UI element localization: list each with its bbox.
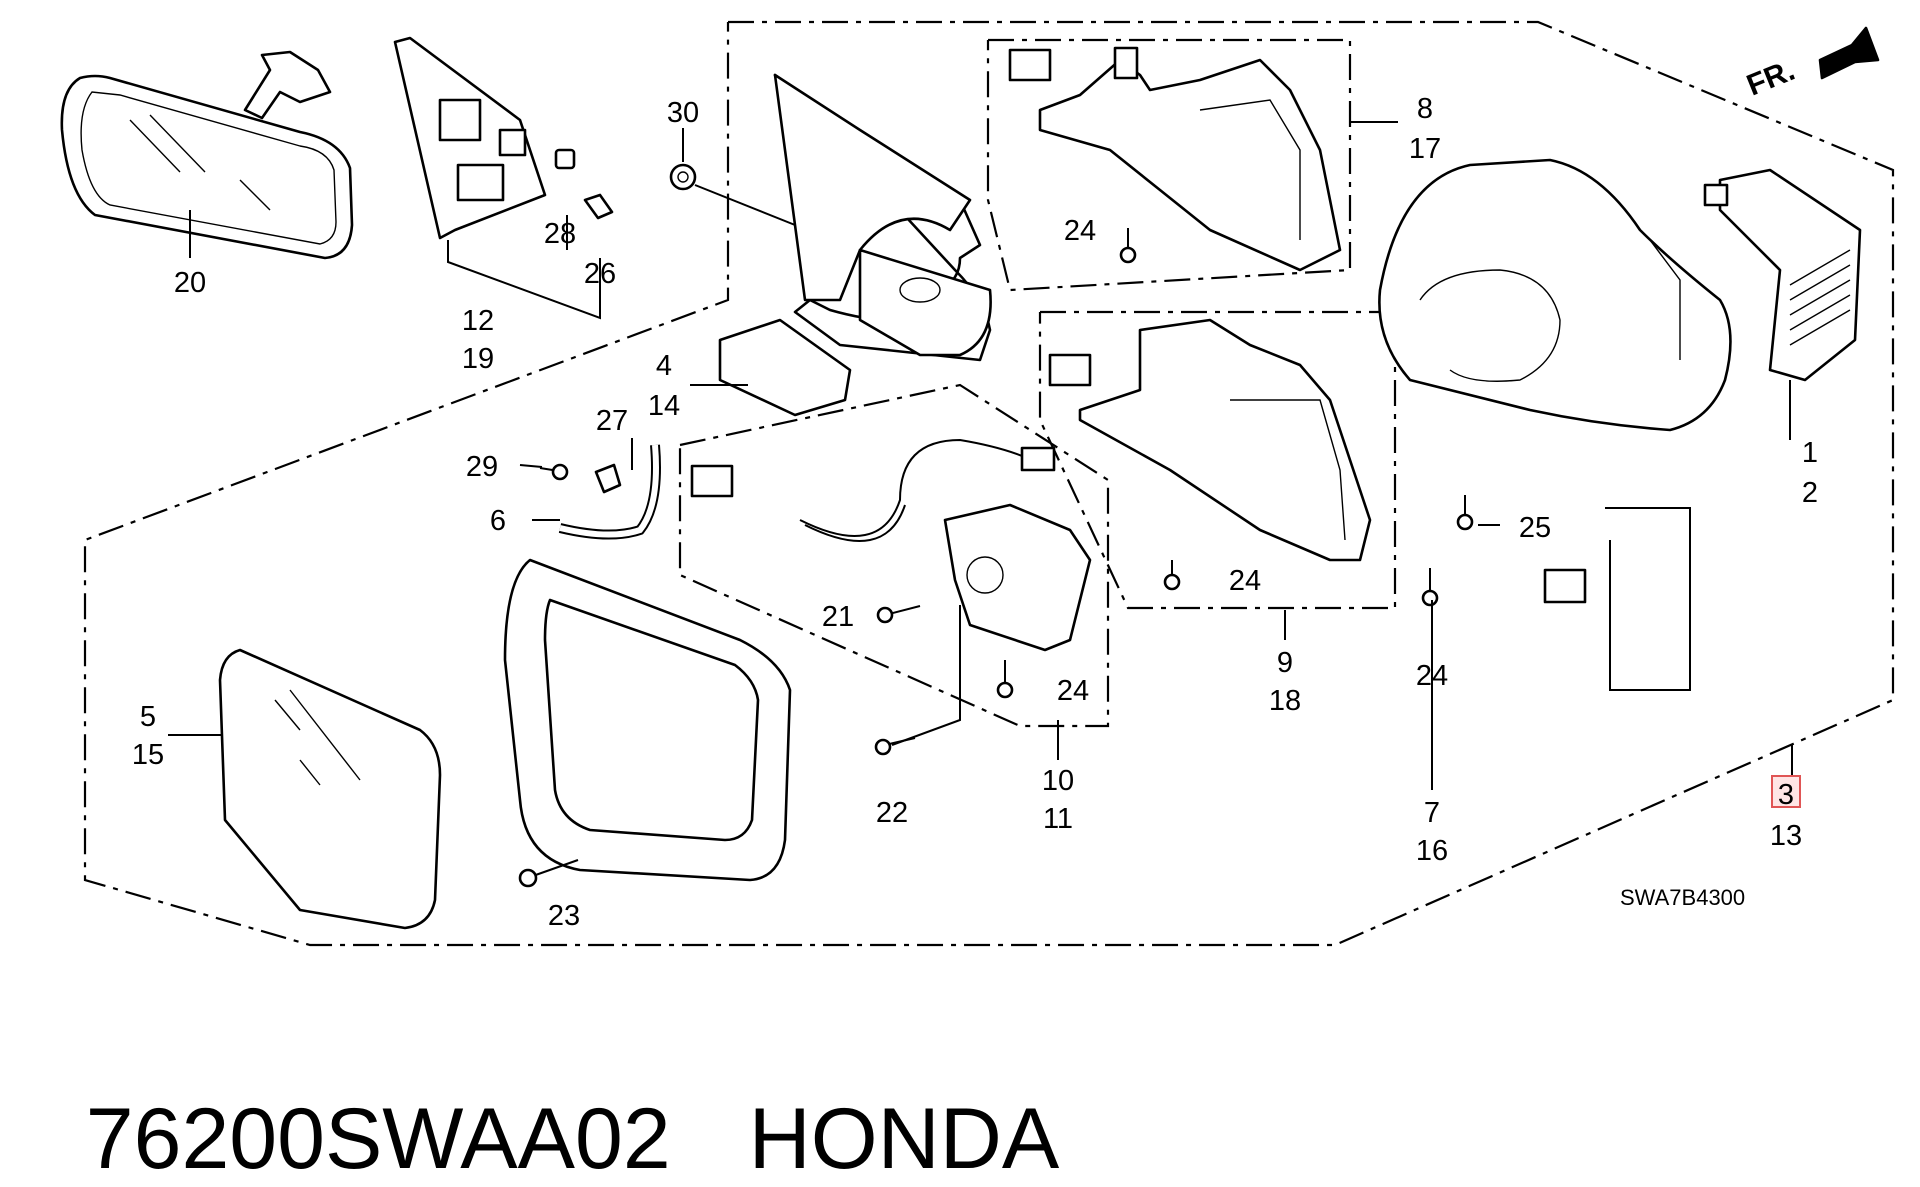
callout-19: 19	[462, 343, 494, 375]
screws-drawing	[518, 228, 1587, 888]
actuator-plate-drawing	[393, 36, 547, 240]
callout-24-d: 24	[1416, 660, 1448, 692]
callout-7: 7	[1424, 797, 1440, 829]
callout-13: 13	[1770, 820, 1802, 852]
front-arrow: FR.	[1742, 26, 1880, 103]
callout-14: 14	[648, 390, 680, 422]
callout-10: 10	[1042, 765, 1074, 797]
callout-3-highlight	[1771, 775, 1801, 808]
callout-12: 12	[462, 305, 494, 337]
callout-4: 4	[656, 350, 672, 382]
callout-8: 8	[1417, 93, 1433, 125]
nut-30-drawing	[669, 163, 697, 191]
callout-26: 26	[584, 258, 616, 290]
callout-11: 11	[1043, 803, 1073, 835]
callout-9: 9	[1277, 647, 1293, 679]
callout-1: 1	[1802, 437, 1818, 469]
rearview-mirror-drawing	[60, 50, 354, 260]
callout-21: 21	[822, 601, 854, 633]
callout-6: 6	[490, 505, 506, 537]
callout-24-c: 24	[1057, 675, 1089, 707]
mirror-frame-drawing	[503, 558, 792, 882]
screw-29-drawing	[539, 463, 569, 481]
mirror-glass-drawing	[218, 648, 442, 930]
drawing-code: SWA7B4300	[1620, 885, 1745, 910]
parts-diagram: FR.	[60, 20, 1895, 947]
callout-28: 28	[544, 218, 576, 250]
turn-signal-drawing	[1703, 168, 1862, 382]
callout-labels: 1 2 3 13 4 14 5 15 6 7 16 8 17 9 18 10 1…	[132, 93, 1818, 932]
callout-3: 3	[1778, 779, 1794, 811]
bracket-4-drawing	[718, 318, 852, 417]
callout-17: 17	[1409, 133, 1441, 165]
part-number: 76200SWAA02	[85, 1091, 671, 1187]
motor-unit-8-drawing	[1008, 46, 1342, 272]
harness-actuator-drawing	[690, 438, 1092, 652]
callout-27: 27	[596, 405, 628, 437]
small-fasteners-top	[554, 148, 614, 220]
brand-name: HONDA	[748, 1091, 1060, 1187]
wire-grommet-drawing	[558, 444, 661, 540]
mirror-housing-drawing	[1378, 158, 1732, 432]
callout-15: 15	[132, 739, 164, 771]
callout-22: 22	[876, 797, 908, 829]
svg-text:FR.: FR.	[1742, 54, 1799, 103]
leader-lines	[168, 121, 1793, 790]
motor-unit-9-drawing	[1048, 318, 1372, 562]
clip-27-drawing	[594, 463, 622, 494]
callout-24-b: 24	[1229, 565, 1261, 597]
callout-2: 2	[1802, 477, 1818, 509]
callout-25: 25	[1519, 512, 1551, 544]
callout-5: 5	[140, 701, 156, 733]
callout-20: 20	[174, 267, 206, 299]
callout-23: 23	[548, 900, 580, 932]
callout-30: 30	[667, 97, 699, 129]
callout-24-a: 24	[1064, 215, 1096, 247]
assembly-outline	[83, 20, 1895, 947]
mirror-base-drawing	[773, 73, 992, 362]
callout-29: 29	[466, 451, 498, 483]
callout-18: 18	[1269, 685, 1301, 717]
callout-16: 16	[1416, 835, 1448, 867]
